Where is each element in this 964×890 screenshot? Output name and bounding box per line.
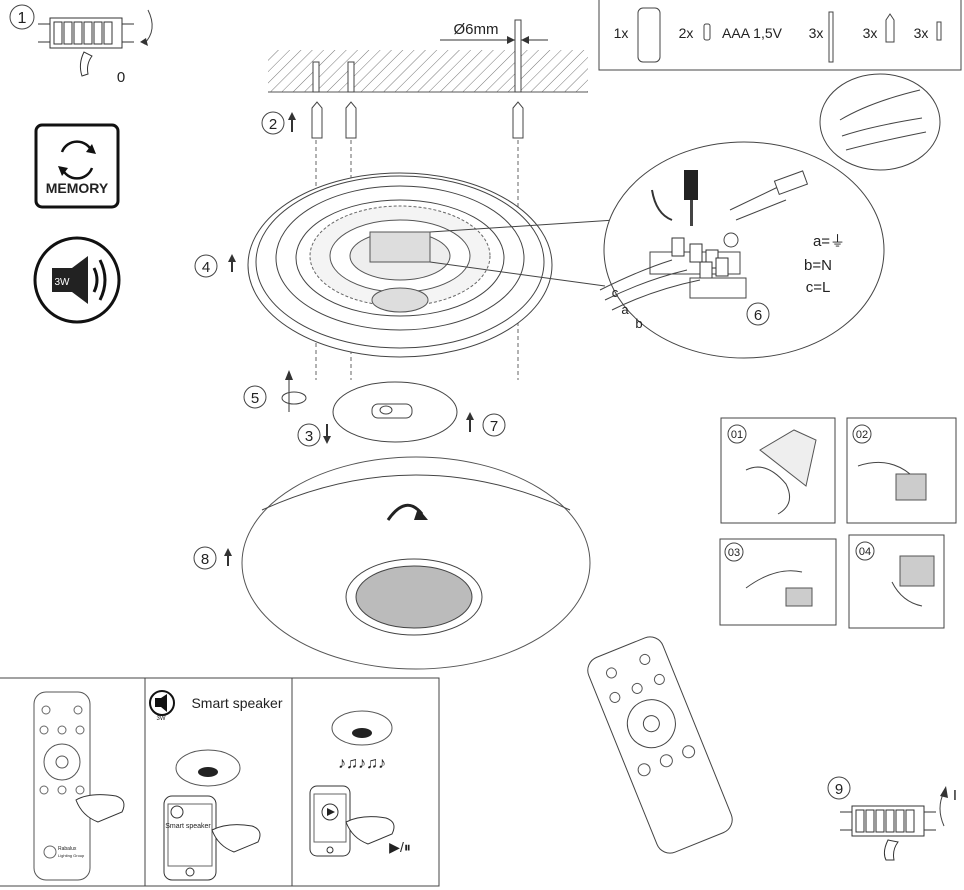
step3-down: 3 <box>297 423 331 447</box>
parts-qty-remote: 1x <box>614 25 629 41</box>
svg-text:04: 04 <box>859 546 871 558</box>
step9-number: 9 <box>835 781 843 798</box>
battery-insertion-steps: 01 02 03 04 <box>719 417 957 629</box>
wire-strip-detail <box>819 73 941 171</box>
rotate-up-arrow-icon <box>939 791 945 827</box>
svg-text:03: 03 <box>728 547 740 559</box>
rod-icon <box>828 11 834 63</box>
step1-breaker-off: 1 0 <box>9 4 153 86</box>
breaker-on-value: I <box>953 787 957 804</box>
parts-qty-battery: 2x <box>679 25 694 41</box>
battery-icon <box>703 23 711 41</box>
screw-icon <box>936 21 942 41</box>
speaker-power-badge: 3W <box>33 236 121 324</box>
breaker-icon <box>38 17 134 49</box>
wire-label-b: b <box>635 316 642 331</box>
svg-text:02: 02 <box>856 429 868 441</box>
step8-label: 8 <box>193 546 232 570</box>
earth-symbol-icon <box>723 232 739 248</box>
step4-label: 4 <box>194 254 236 278</box>
svg-text:01: 01 <box>731 429 743 441</box>
legend-earth: a=⏚ <box>813 233 845 250</box>
music-notes-icon: ♪♫♪♫♪ <box>338 755 386 772</box>
step2-number: 2 <box>269 116 277 133</box>
step8-number: 8 <box>201 551 209 568</box>
hand-pointer-icon <box>75 794 125 823</box>
diffuser <box>241 456 591 670</box>
smart-speaker-title: Smart speaker <box>191 695 282 711</box>
wiring-detail: c a b a=⏚ b=N c=L 6 <box>429 73 941 359</box>
power-label: 3W <box>55 277 71 288</box>
brand-line1: Rabalux <box>58 846 77 852</box>
step9-breaker-on: 9 I <box>827 776 957 861</box>
music-panel: ♪♫♪♫♪ ▶/⏸ <box>309 710 411 857</box>
parts-list: 1x 2x AAA 1,5V 3x 3x 3x <box>598 0 962 71</box>
battery-step-02 <box>846 417 957 524</box>
remote-small: Rabalux Lighting Group <box>33 691 125 881</box>
parts-qty-dowel: 3x <box>863 25 878 41</box>
step1-circle <box>9 4 35 30</box>
center-cover <box>332 381 458 443</box>
parts-battery-label: AAA 1,5V <box>722 25 783 41</box>
memory-badge: MEMORY <box>34 123 120 209</box>
step5-rotate: 5 <box>243 370 307 412</box>
memory-label: MEMORY <box>46 180 109 196</box>
sound-waves-icon <box>92 267 99 293</box>
step7-label: 7 <box>466 412 506 437</box>
base-plate <box>247 172 553 358</box>
parts-qty-rod: 3x <box>809 25 824 41</box>
step4-number: 4 <box>202 259 210 276</box>
drill-diameter: Ø6mm <box>454 21 499 38</box>
screwdriver-icon <box>684 170 698 200</box>
smart-speaker-panel: 3W Smart speaker Smart speaker <box>149 690 283 881</box>
hand-icon <box>79 51 93 77</box>
step5-number: 5 <box>251 390 259 407</box>
battery-step-03 <box>719 538 837 626</box>
bottom-panel: Rabalux Lighting Group 3W Smart speaker … <box>0 677 440 887</box>
battery-step-01 <box>720 417 836 524</box>
play-pause-label: ▶/⏸ <box>389 839 411 855</box>
breaker-off-value: 0 <box>117 69 125 86</box>
ceiling: Ø6mm <box>268 19 588 93</box>
step1-number: 1 <box>18 10 27 27</box>
remote-control <box>587 636 733 854</box>
step7-number: 7 <box>490 418 498 435</box>
remote-icon <box>637 7 661 63</box>
step6-number: 6 <box>754 307 762 324</box>
wire-label-a: a <box>621 302 629 317</box>
brand-logo <box>43 845 57 859</box>
legend-live: c=L <box>806 279 831 296</box>
phone-smart-speaker-label: Smart speaker <box>165 823 211 830</box>
dowel-icon <box>885 13 895 43</box>
step3-number: 3 <box>305 428 313 445</box>
speaker-badge-label: 3W <box>157 716 166 722</box>
screwdriver-rotate-icon <box>651 189 673 221</box>
brand-line2: Lighting Group <box>58 853 85 858</box>
wire-label-c: c <box>612 285 619 300</box>
parts-qty-screw: 3x <box>914 25 929 41</box>
legend-neutral: b=N <box>804 257 832 274</box>
